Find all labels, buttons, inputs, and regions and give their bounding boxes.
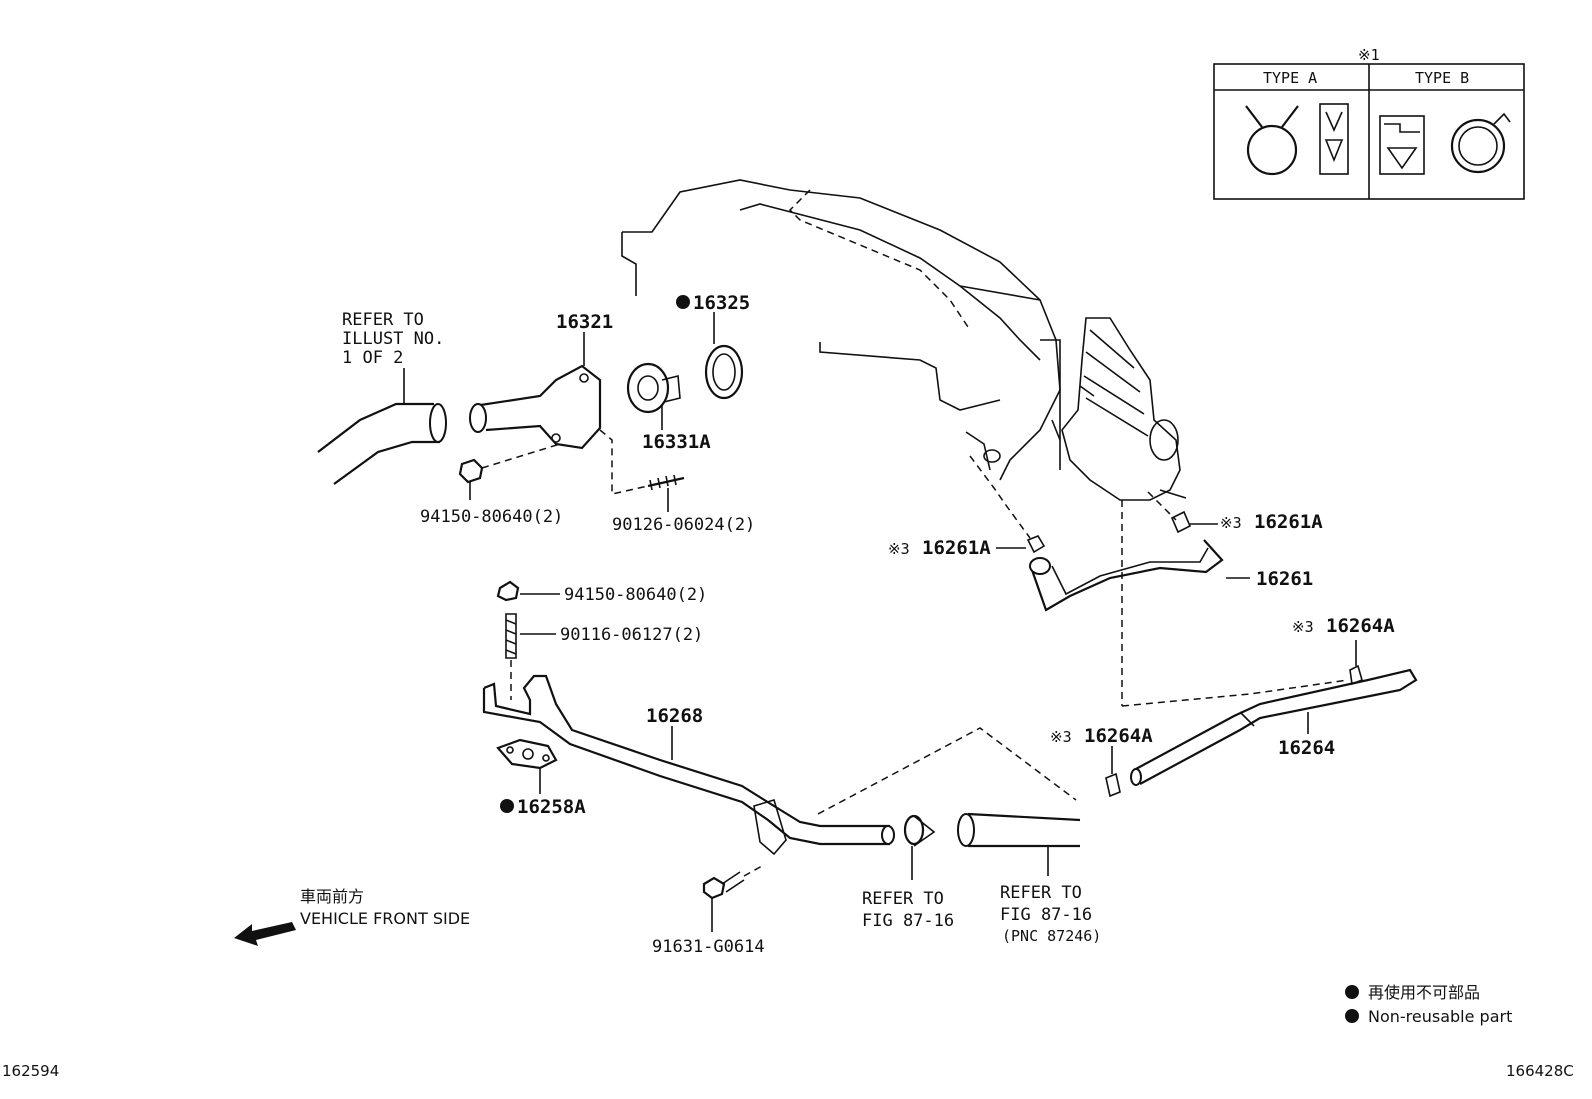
part-hose-16261: 16261 (969, 455, 1313, 706)
part-thermostat-gasket: 16325 (676, 292, 750, 400)
label-94150-mid: 94150-80640(2) (564, 585, 707, 605)
svg-text:※3: ※3 (1220, 514, 1242, 532)
label-16325: 16325 (693, 292, 750, 314)
part-nut-top: 94150-80640(2) (420, 443, 563, 527)
upper-radiator-hose (317, 402, 447, 485)
svg-text:(PNC 87246): (PNC 87246) (1002, 927, 1101, 945)
label-90126: 90126-06024(2) (612, 515, 755, 535)
label-16261: 16261 (1256, 568, 1313, 590)
part-hose-16264: 16264 (1121, 668, 1418, 786)
part-thermostat: 16331A (626, 362, 711, 453)
label-16261A-left: 16261A (922, 537, 991, 559)
type-a-header: TYPE A (1263, 69, 1317, 87)
legend-dot-icon (1345, 1009, 1359, 1023)
label-16258A: 16258A (517, 796, 586, 818)
non-reusable-dot (676, 295, 690, 309)
svg-text:1 OF 2: 1 OF 2 (342, 348, 403, 368)
label-91631: 91631-G0614 (652, 937, 765, 957)
engine-outline (621, 179, 1187, 501)
label-16264A-top: 16264A (1326, 615, 1395, 637)
part-water-pipe-16268: 16268 (482, 674, 1077, 856)
type-a-clip-icon (1245, 103, 1349, 176)
part-stud-top: 90126-06024(2) (599, 429, 755, 535)
svg-text:REFER TO: REFER TO (862, 889, 944, 909)
legend-en: Non-reusable part (1368, 1007, 1512, 1026)
svg-text:※3: ※3 (888, 540, 910, 558)
non-reusable-dot (500, 799, 514, 813)
svg-text:REFER TO: REFER TO (342, 310, 424, 330)
part-clamp-fig87: REFER TO FIG 87-16 (862, 814, 954, 931)
corner-id-left: 162594 (2, 1062, 59, 1080)
direction-en: VEHICLE FRONT SIDE (300, 909, 470, 928)
type-b-header: TYPE B (1415, 69, 1469, 87)
part-clip-16261A-right: ※3 16261A (1170, 510, 1323, 534)
clip-type-table: ※1 TYPE A TYPE B (1213, 46, 1525, 200)
label-16264: 16264 (1278, 737, 1335, 759)
legend-jp: 再使用不可部品 (1368, 983, 1480, 1002)
part-hose-fig87: REFER TO FIG 87-16 (PNC 87246) (957, 812, 1101, 945)
legend-dot-icon (1345, 985, 1359, 999)
part-gasket-16258A: 16258A (496, 738, 586, 818)
refer-illust-note: REFER TO ILLUST NO. 1 OF 2 (342, 310, 444, 404)
svg-text:FIG 87-16: FIG 87-16 (862, 911, 954, 931)
label-94150-top: 94150-80640(2) (420, 507, 563, 527)
part-nut-mid: 94150-80640(2) (496, 580, 707, 605)
note-marker-1: ※1 (1358, 46, 1380, 64)
svg-text:※3: ※3 (1050, 728, 1072, 746)
vehicle-front-direction: 車両前方 VEHICLE FRONT SIDE (234, 887, 470, 946)
label-16261A-right: 16261A (1254, 511, 1323, 533)
part-water-outlet: 16321 (469, 311, 613, 450)
front-arrow-icon (234, 922, 296, 946)
part-clip-16264A-mid: ※3 16264A (1050, 725, 1153, 798)
svg-text:ILLUST NO.: ILLUST NO. (342, 329, 444, 349)
label-16264A-mid: 16264A (1084, 725, 1153, 747)
part-clip-16261A-left: ※3 16261A (888, 535, 1046, 559)
svg-text:※3: ※3 (1292, 618, 1314, 636)
svg-text:REFER TO: REFER TO (1000, 883, 1082, 903)
label-16268: 16268 (646, 705, 703, 727)
part-bolt-91631: 91631-G0614 (652, 865, 765, 957)
svg-text:FIG 87-16: FIG 87-16 (1000, 905, 1092, 925)
direction-jp: 車両前方 (300, 887, 364, 906)
label-90116: 90116-06127(2) (560, 625, 703, 645)
corner-id-right: 166428C (1506, 1062, 1574, 1080)
legend: 再使用不可部品 Non-reusable part (1345, 983, 1512, 1026)
label-16331A: 16331A (642, 431, 711, 453)
part-clip-16264A-top: ※3 16264A (1292, 615, 1395, 686)
type-b-clip-icon (1379, 112, 1511, 175)
part-stud-mid: 90116-06127(2) (505, 613, 703, 700)
label-16321: 16321 (556, 311, 613, 333)
